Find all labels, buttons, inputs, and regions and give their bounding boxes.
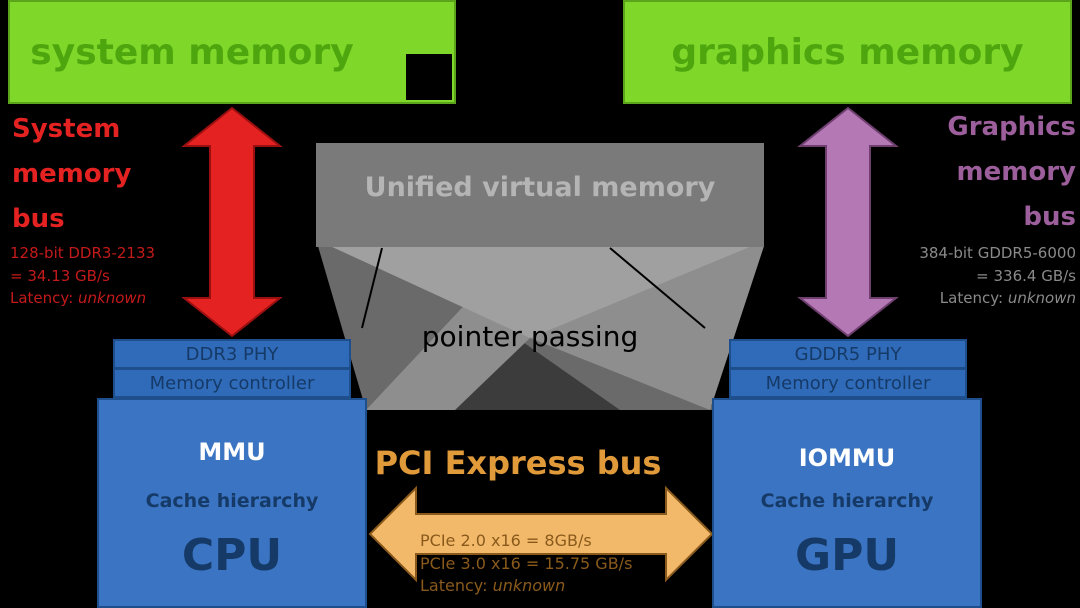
system-bus-title-3: bus [12,204,65,234]
uvm-band-right [366,246,764,410]
system-bus-spec: 128-bit DDR3-2133 = 34.13 GB/s Latency: … [10,242,190,310]
cpu-chip: MMU Cache hierarchy CPU [97,398,367,608]
graphics-bus-title-3: bus [1023,202,1076,232]
pointer-line-left [361,247,383,329]
system-bus-latency: Latency: unknown [10,287,190,310]
gpu-chip: IOMMU Cache hierarchy GPU [712,398,982,608]
pci-title: PCI Express bus [374,444,662,482]
cpu-name-label: CPU [181,530,283,581]
graphics-bus-spec: 384-bit GDDR5-6000 = 336.4 GB/s Latency:… [880,242,1076,310]
system-memory-box: system memory [8,0,456,104]
graphics-bus-title-2: memory [956,157,1076,187]
gpu-cache-label: Cache hierarchy [760,490,934,512]
gpu-mmu-label: IOMMU [798,444,896,472]
pci-latency-value: unknown [492,576,566,595]
pointer-passing-label: pointer passing [421,320,639,353]
pci-spec: PCIe 2.0 x16 = 8GB/s PCIe 3.0 x16 = 15.7… [420,530,670,598]
graphics-memory-label: graphics memory [671,31,1024,73]
graphics-bus-latency-label: Latency: [939,289,1008,307]
uvm-box [316,143,764,247]
system-bus-spec-1: 128-bit DDR3-2133 [10,244,156,262]
gpu-memory-controller-box: Memory controller [729,368,967,398]
system-bus-arrow [181,106,283,338]
system-memory-label: system memory [30,31,354,73]
graphics-bus-text: Graphics memory bus [900,105,1076,240]
gpu-phy-box: GDDR5 PHY [729,339,967,369]
graphics-bus-latency-value: unknown [1007,289,1076,307]
system-bus-title-1: System [12,114,121,144]
system-bus-spec-2: = 34.13 GB/s [10,266,110,285]
uvm-center-wedge [330,246,752,338]
system-bus-latency-label: Latency: [10,289,79,307]
cpu-cache-label: Cache hierarchy [145,490,319,512]
pointer-line-right [609,247,706,329]
gpu-phy-label: GDDR5 PHY [794,343,902,365]
pci-spec-1: PCIe 2.0 x16 = 8GB/s [420,531,592,550]
cpu-memory-controller-label: Memory controller [149,372,315,394]
graphics-bus-spec-1: 384-bit GDDR5-6000 [919,244,1076,262]
cpu-memory-controller-box: Memory controller [113,368,351,398]
system-bus-latency-value: unknown [78,289,147,307]
pci-spec-2: PCIe 3.0 x16 = 15.75 GB/s [420,553,633,573]
system-bus-title-2: memory [12,159,132,189]
uvm-label: Unified virtual memory [364,172,716,203]
cpu-mmu-label: MMU [198,438,266,466]
system-bus-text: System memory bus [12,107,182,242]
graphics-bus-spec-2: = 336.4 GB/s [976,266,1076,285]
graphics-bus-latency: Latency: unknown [880,287,1076,310]
system-memory-corner-square [406,54,452,100]
gpu-name-label: GPU [794,530,900,581]
gpu-memory-controller-label: Memory controller [765,372,931,394]
pci-latency: Latency: unknown [420,575,670,598]
cpu-phy-label: DDR3 PHY [185,343,279,365]
graphics-bus-title-1: Graphics [947,112,1076,142]
graphics-bus-arrow [797,106,899,338]
cpu-phy-box: DDR3 PHY [113,339,351,369]
graphics-memory-box: graphics memory [623,0,1072,104]
pci-latency-label: Latency: [420,576,493,595]
